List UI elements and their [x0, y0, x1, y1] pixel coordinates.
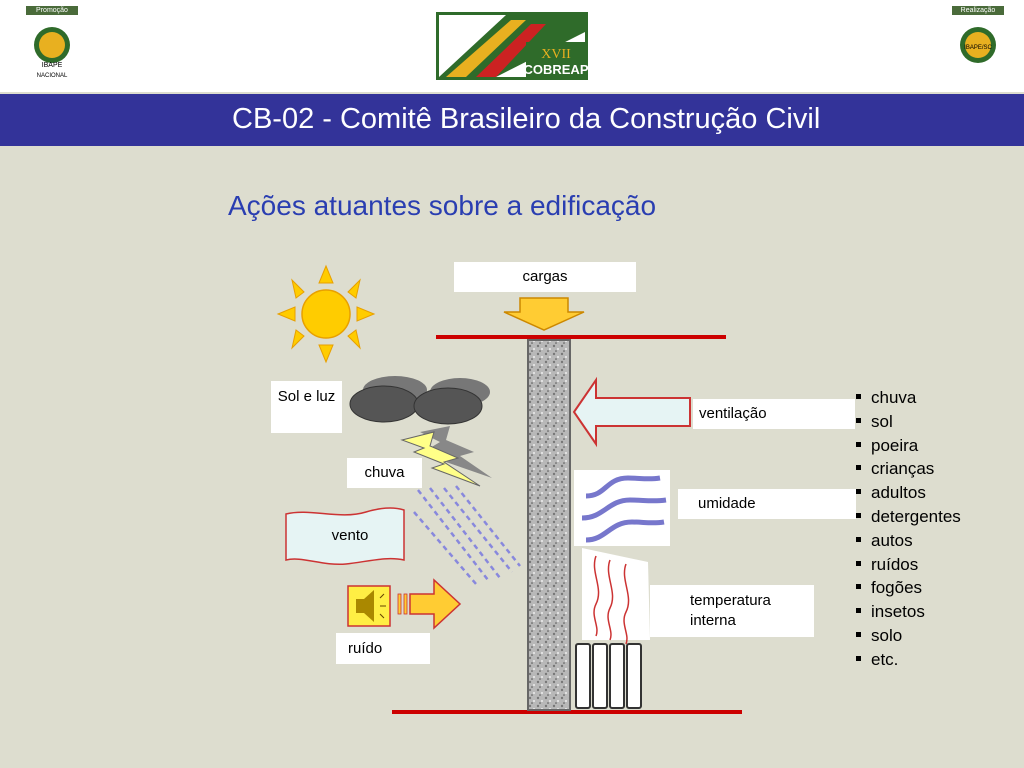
svg-text:COBREAP: COBREAP: [523, 62, 588, 77]
list-item: ruídos: [856, 553, 961, 577]
list-item: fogões: [856, 576, 961, 600]
wind-flag-icon: [285, 507, 405, 565]
radiator-icon: [575, 643, 642, 709]
sol-label: Sol e luz: [271, 381, 342, 433]
noise-arrow: [397, 578, 462, 630]
svg-text:NACIONAL: NACIONAL: [37, 73, 68, 79]
realization-badge: Realização IBAPE/SC: [952, 6, 1004, 90]
svg-text:XVII: XVII: [541, 47, 571, 62]
page-title: CB-02 - Comitê Brasileiro da Construção …: [232, 103, 821, 135]
diagram-subtitle: Ações atuantes sobre a edificação: [228, 190, 657, 221]
ibape-sc-logo: IBAPE/SC: [960, 27, 996, 63]
svg-text:IBAPE/SC: IBAPE/SC: [964, 45, 992, 51]
sun-icon: [276, 264, 376, 364]
list-item: solo: [856, 624, 961, 648]
humidity-waves: [581, 475, 667, 543]
promotion-badge: Promoção IBAPE NACIONAL: [26, 6, 78, 90]
lightning-icon: [400, 426, 492, 487]
list-item: detergentes: [856, 505, 961, 529]
actions-bullet-list: chuva sol poeira crianças adultos deterg…: [856, 386, 961, 672]
svg-text:IBAPE: IBAPE: [42, 62, 63, 69]
list-item: adultos: [856, 481, 961, 505]
heat-waves: [593, 555, 630, 645]
ruido-label: ruído: [336, 633, 430, 664]
ibape-nacional-logo: IBAPE NACIONAL: [34, 27, 70, 79]
cloud-icon: [349, 376, 490, 425]
list-item: chuva: [856, 386, 961, 410]
humidity-panel: [574, 470, 670, 546]
wall-column: [527, 339, 571, 711]
list-item: insetos: [856, 600, 961, 624]
vento-label: vento: [331, 527, 369, 544]
list-item: poeira: [856, 434, 961, 458]
umidade-label: umidade: [678, 489, 856, 519]
list-item: etc.: [856, 648, 961, 672]
cobreap-logo: XVII COBREAP: [436, 12, 588, 80]
list-item: crianças: [856, 457, 961, 481]
ventilation-arrow: [572, 376, 691, 448]
chuva-label: chuva: [347, 458, 422, 488]
list-item: sol: [856, 410, 961, 434]
temperatura-label: temperatura interna: [650, 585, 814, 637]
title-bar: CB-02 - Comitê Brasileiro da Construção …: [0, 94, 1024, 146]
realization-label: Realização: [952, 6, 1004, 15]
load-arrow: [503, 297, 585, 331]
heat-panel: [582, 548, 650, 640]
header-bar: Promoção IBAPE NACIONAL Realização IBAPE…: [0, 0, 1024, 92]
promotion-label: Promoção: [26, 6, 78, 15]
list-item: autos: [856, 529, 961, 553]
speaker-icon: [347, 585, 391, 627]
rain-lines: [413, 485, 521, 585]
cargas-label: cargas: [454, 262, 636, 292]
ventilacao-label: ventilação: [693, 399, 855, 429]
